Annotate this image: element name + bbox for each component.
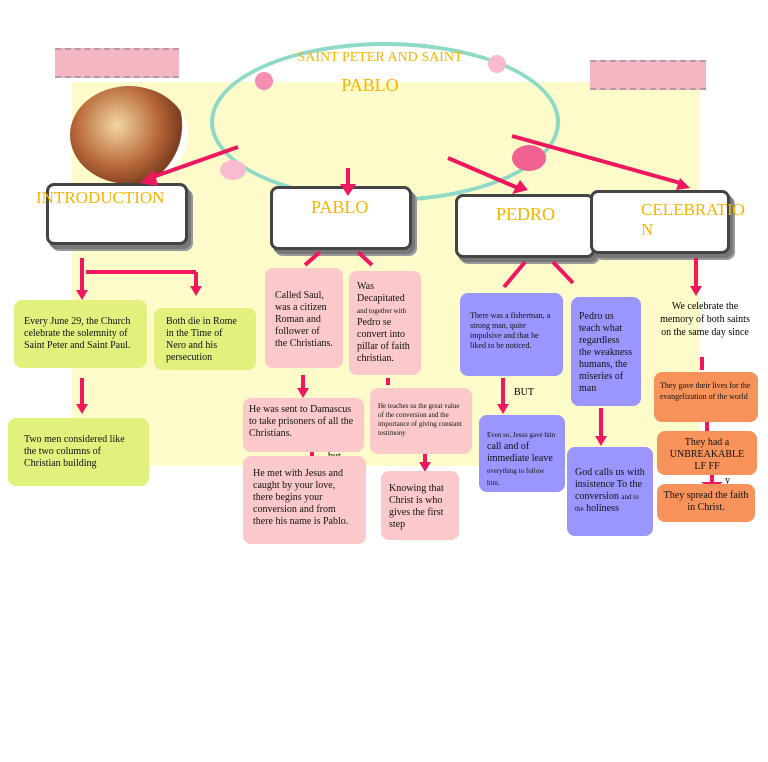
celebration-box-2: They had a UNBREAKABLE LF FF [657, 431, 757, 475]
pedro-box-4-end: holiness [586, 503, 619, 514]
intro-box-1: Every June 29, the Church celebrate the … [14, 300, 147, 368]
pedro-box-1: There was a fisherman, a strong man, qui… [460, 293, 563, 376]
intro-box-2: Both die in Rome in the Time of Nero and… [154, 308, 256, 370]
celebration-box-1: They gave their lives for the evangeliza… [654, 372, 758, 422]
pedro-box-2-small: Even so, Jesus gave him [487, 429, 557, 441]
intro-box-3: Two men considered like the two columns … [8, 418, 149, 486]
celebration-box-3: They spread the faith in Christ. [657, 484, 755, 522]
pablo-box-2-rest: Pedro se convert into pillar of faith ch… [357, 317, 410, 364]
pablo-box-6: Knowing that Christ is who gives the fir… [381, 471, 459, 540]
pablo-box-1: Called Saul, was a citizen Roman and fol… [265, 268, 343, 368]
pedro-box-2-tail: everything to follow him. [487, 465, 557, 489]
pablo-box-4: He met with Jesus and caught by your lov… [243, 456, 366, 544]
celebration-text: We celebrate the memory of both saints o… [656, 300, 754, 339]
pablo-box-3: He was sent to Damascus to take prisoner… [243, 398, 364, 452]
pedro-connector-but: BUT [514, 387, 534, 398]
pablo-box-2-small: and together with [357, 305, 413, 317]
pablo-box-2: Was Decapitated and together with Pedro … [349, 271, 421, 375]
pedro-box-2: Even so, Jesus gave him call and of imme… [479, 415, 565, 492]
pedro-box-3: Pedro us teach what regardless the weakn… [571, 297, 641, 406]
pablo-box-2-main: Was Decapitated [357, 281, 405, 304]
pablo-box-5: He teaches us the great value of the con… [370, 388, 472, 454]
pedro-box-2-main: call and of immediate leave [487, 441, 553, 464]
pedro-box-4: God calls us with insistence To the conv… [567, 447, 653, 536]
